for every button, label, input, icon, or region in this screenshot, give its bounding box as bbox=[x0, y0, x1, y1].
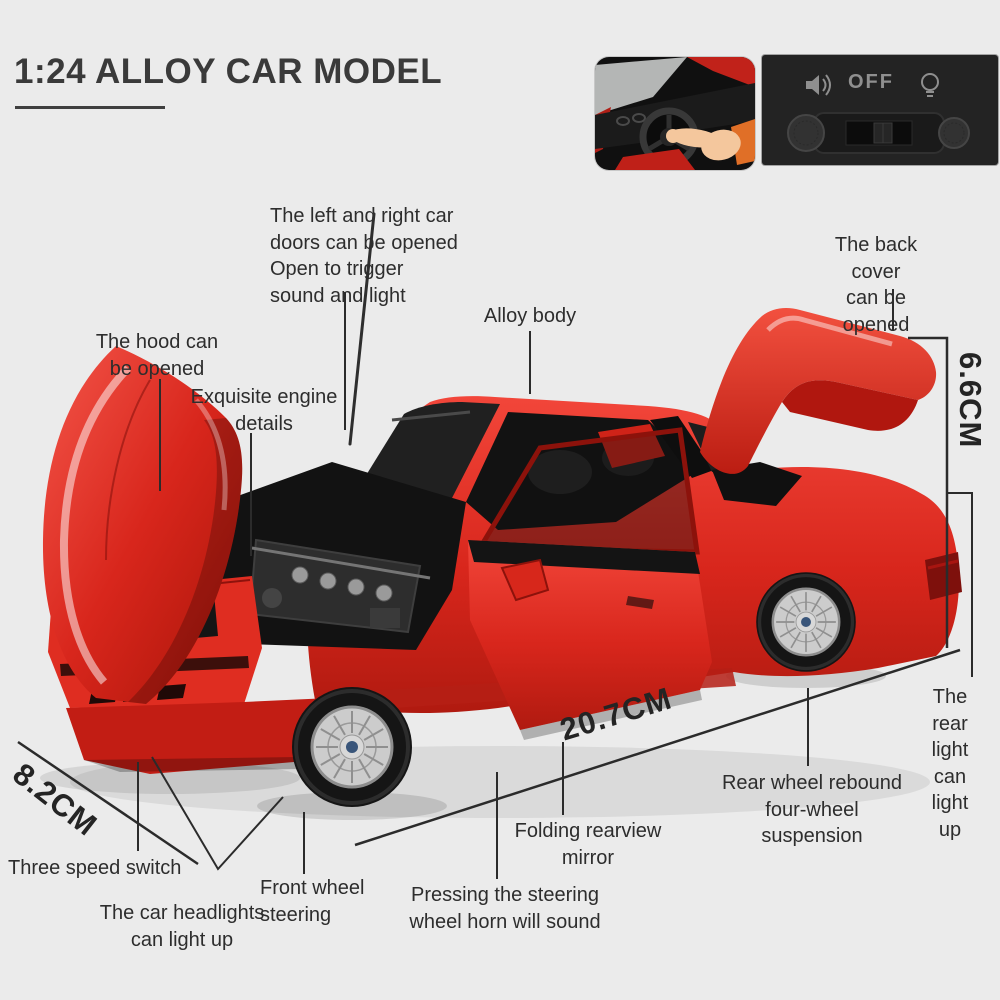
windshield-reflection bbox=[391, 410, 471, 422]
car-shadow bbox=[40, 664, 930, 820]
callout-hood: The hood can be opened bbox=[95, 331, 219, 380]
measure-line-height bbox=[908, 336, 949, 648]
engine bbox=[248, 538, 431, 634]
inset-steering-photo bbox=[595, 57, 755, 170]
callout-doors: The left and right car doors can be open… bbox=[270, 205, 458, 307]
car-body-edge bbox=[687, 57, 755, 87]
callout-three-speed-switch: Three speed switch bbox=[8, 857, 182, 879]
callout-rear-suspension: Rear wheel rebound four-wheel suspension bbox=[721, 772, 903, 848]
car-seat-red bbox=[615, 149, 695, 170]
slider-switch bbox=[813, 112, 945, 154]
callout-front-wheel: Front wheel steering bbox=[260, 877, 365, 926]
callout-mirror: Folding rearview mirror bbox=[514, 820, 662, 869]
measure-line-length bbox=[354, 648, 961, 847]
antenna bbox=[348, 212, 376, 446]
callout-line-headlights bbox=[151, 756, 284, 871]
measure-line-width bbox=[17, 740, 199, 866]
rear-light-line bbox=[927, 559, 959, 570]
car-seat bbox=[528, 450, 592, 494]
measurement-height: 6.6CM bbox=[953, 352, 988, 449]
open-trunk-lid bbox=[700, 308, 937, 474]
pressing-finger bbox=[666, 119, 755, 165]
front-wheel bbox=[292, 687, 412, 807]
side-mirror bbox=[500, 558, 550, 602]
callout-back-cover: The back cover can be opened bbox=[834, 234, 918, 336]
speaker-icon bbox=[806, 74, 831, 96]
off-label: OFF bbox=[848, 71, 894, 93]
open-door bbox=[468, 427, 712, 740]
door-handle bbox=[626, 596, 654, 609]
callout-alloy-body: Alloy body bbox=[483, 305, 577, 327]
rear-wheel bbox=[756, 572, 856, 672]
windshield bbox=[352, 402, 500, 498]
rear-spoiler bbox=[782, 380, 918, 431]
bumper-vent bbox=[157, 684, 186, 700]
screw-left bbox=[787, 114, 825, 152]
callout-horn: Pressing the steering wheel horn will so… bbox=[409, 884, 601, 933]
annotation-lines bbox=[17, 289, 973, 879]
open-hood bbox=[42, 346, 243, 704]
windshield-glass bbox=[595, 57, 687, 115]
rear-light bbox=[925, 552, 962, 600]
screw-right bbox=[938, 117, 970, 149]
callout-engine: Exquisite engine details bbox=[190, 386, 338, 435]
front-lip bbox=[66, 698, 366, 774]
inset-switch-photo: OFF bbox=[762, 55, 998, 165]
title-underline bbox=[15, 106, 165, 109]
callout-rear-light: The rear light can light up bbox=[931, 686, 969, 841]
bulb-icon bbox=[921, 73, 939, 97]
callout-line-rear-light bbox=[947, 492, 973, 677]
page-title: 1:24 ALLOY CAR MODEL bbox=[14, 52, 443, 91]
callout-headlights: The car headlights can light up bbox=[99, 902, 265, 951]
